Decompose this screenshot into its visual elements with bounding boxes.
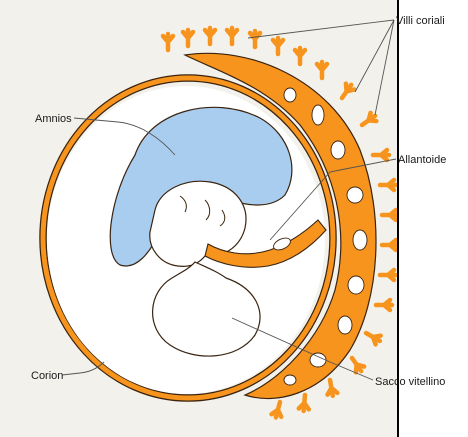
label-amnios: Amnios bbox=[35, 113, 72, 125]
label-corion: Corion bbox=[31, 370, 63, 382]
label-villi-coriali: Villi coriali bbox=[396, 15, 445, 27]
label-allantoide: Allantoide bbox=[398, 154, 446, 166]
label-sacco-vitellino: Sacco vitellino bbox=[375, 376, 445, 388]
right-margin bbox=[398, 0, 468, 437]
